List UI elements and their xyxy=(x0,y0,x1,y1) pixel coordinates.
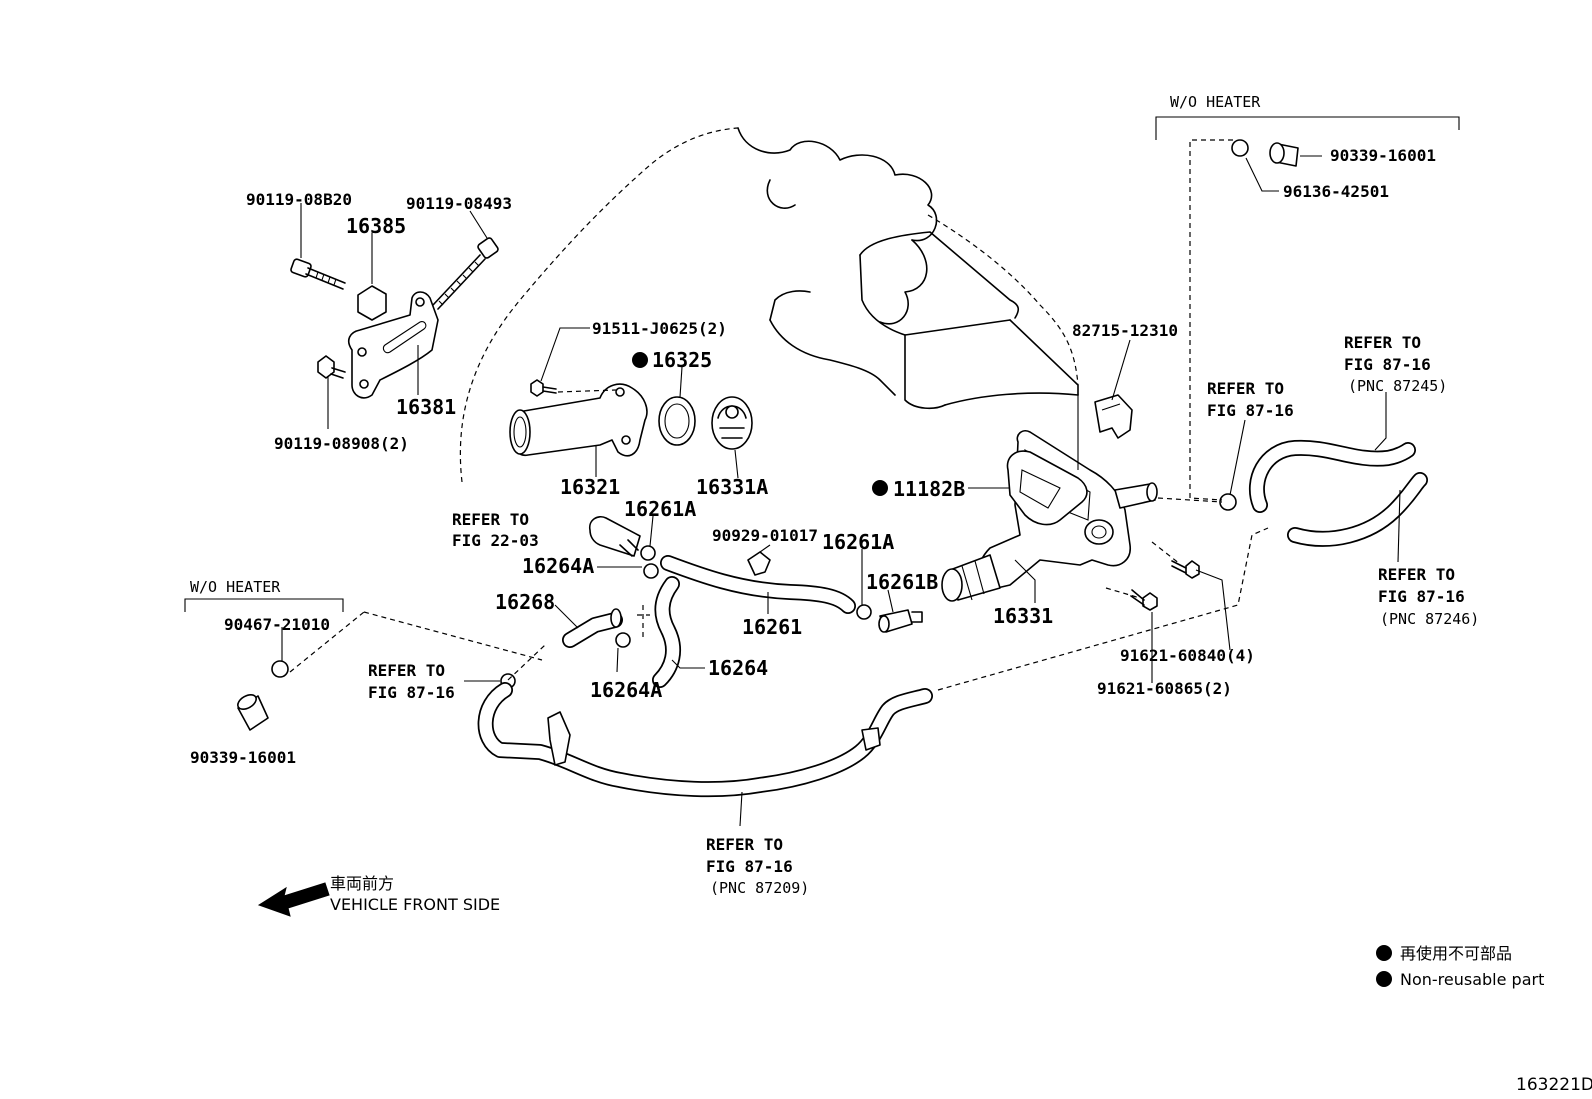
ref-8716-left-line1: REFER TO xyxy=(368,661,445,680)
ref-8716-left-line2: FIG 87-16 xyxy=(368,683,455,702)
ref-8716-mid-line2: FIG 87-16 xyxy=(1207,401,1294,420)
label-16321: 16321 xyxy=(560,475,620,499)
direction-note: 車両前方 VEHICLE FRONT SIDE xyxy=(330,874,500,914)
heater-pipe-87209 xyxy=(477,682,933,798)
ref-87245-line2: FIG 87-16 xyxy=(1344,355,1431,374)
header-wo-heater-left: W/O HEATER xyxy=(190,578,281,596)
bracket-82715-icon xyxy=(1094,394,1133,439)
clamp-90467-icon xyxy=(271,660,289,678)
ref-87245-line3: (PNC 87245) xyxy=(1348,377,1447,395)
label-16268: 16268 xyxy=(495,590,555,614)
leader-lines xyxy=(281,155,1401,827)
label-90339-right: 90339-16001 xyxy=(1330,146,1436,165)
label-11182b: 11182B xyxy=(893,477,965,501)
ref-87209-line3: (PNC 87209) xyxy=(710,879,809,897)
vehicle-front-arrow-icon xyxy=(257,882,330,917)
ref-8716-mid-line1: REFER TO xyxy=(1207,379,1284,398)
ref-87209-line1: REFER TO xyxy=(706,835,783,854)
ref-87209-line2: FIG 87-16 xyxy=(706,857,793,876)
label-96136: 96136-42501 xyxy=(1283,182,1389,201)
legend-dot-jp xyxy=(1376,945,1392,961)
direction-jp: 車両前方 xyxy=(330,874,394,893)
label-91621-60840: 91621-60840(4) xyxy=(1120,646,1255,665)
label-16264a-2: 16264A xyxy=(590,678,662,702)
bolt-91621-60840-icon xyxy=(1171,560,1200,579)
figure-id: 163221D xyxy=(1516,1075,1592,1095)
hose-16264 xyxy=(652,576,682,688)
reference-notes: REFER TO FIG 22-03 REFER TO FIG 87-16 RE… xyxy=(368,333,1479,897)
gasket-11182b-icon xyxy=(1006,450,1088,526)
clamp-16264a-lower-icon xyxy=(615,632,631,648)
label-91621-60865: 91621-60865(2) xyxy=(1097,679,1232,698)
nut-16385-icon xyxy=(357,285,387,321)
ref-22-03-line1: REFER TO xyxy=(452,510,529,529)
hose-16261 xyxy=(660,555,856,614)
label-16325: 16325 xyxy=(652,348,712,372)
direction-en: VEHICLE FRONT SIDE xyxy=(330,895,500,914)
clamp-16264a-icon xyxy=(643,563,659,579)
label-16385: 16385 xyxy=(346,214,406,238)
cap-90339-right-icon xyxy=(1269,142,1299,167)
label-90119-08493: 90119-08493 xyxy=(406,194,512,213)
non-reusable-dot-16325 xyxy=(632,352,648,368)
label-90119-08b20: 90119-08B20 xyxy=(246,190,352,209)
label-90119-08908: 90119-08908(2) xyxy=(274,434,409,453)
label-16261b: 16261B xyxy=(866,570,938,594)
cap-90339-left-icon xyxy=(237,693,269,731)
label-90929: 90929-01017 xyxy=(712,526,818,545)
label-90339-left: 90339-16001 xyxy=(190,748,296,767)
label-16331a: 16331A xyxy=(696,475,768,499)
bolt-90119-08b20-icon xyxy=(290,258,346,290)
label-82715: 82715-12310 xyxy=(1072,321,1178,340)
bracket-16381-icon xyxy=(348,291,439,399)
legend: 再使用不可部品 Non-reusable part xyxy=(1400,944,1544,989)
label-16261: 16261 xyxy=(742,615,802,639)
heater-hose-87245 xyxy=(1248,439,1416,513)
legend-en: Non-reusable part xyxy=(1400,970,1544,989)
clip-90929-icon xyxy=(747,551,771,576)
ref-87245-line1: REFER TO xyxy=(1344,333,1421,352)
ref-87246-line1: REFER TO xyxy=(1378,565,1455,584)
ref-22-03-line2: FIG 22-03 xyxy=(452,531,539,550)
ref-87246-line3: (PNC 87246) xyxy=(1380,610,1479,628)
ref-87246-line2: FIG 87-16 xyxy=(1378,587,1465,606)
label-91511: 91511-J0625(2) xyxy=(592,319,727,338)
bolt-90119-08493-icon xyxy=(432,237,499,310)
label-16331: 16331 xyxy=(993,604,1053,628)
pipe-16268-icon xyxy=(562,608,623,648)
clamp-refer-mid-icon xyxy=(1219,493,1237,511)
header-wo-heater-right: W/O HEATER xyxy=(1170,93,1261,111)
legend-dot-en xyxy=(1376,971,1392,987)
bolt-91511-icon xyxy=(530,379,557,397)
legend-jp: 再使用不可部品 xyxy=(1400,944,1512,963)
wo-heater-left-bracket xyxy=(184,598,344,612)
label-90467: 90467-21010 xyxy=(224,615,330,634)
water-inlet-16321 xyxy=(509,383,648,457)
section-headers: W/O HEATER W/O HEATER xyxy=(190,93,1261,596)
label-16261a-1: 16261A xyxy=(624,497,696,521)
label-16264a-1: 16264A xyxy=(522,554,594,578)
bolt-91621-60865-icon xyxy=(1130,589,1158,611)
fitting-22-03-icon xyxy=(588,515,641,557)
dashed-connectors xyxy=(289,139,1269,691)
bracket-assembly xyxy=(290,237,499,399)
label-16264: 16264 xyxy=(708,656,768,680)
clamp-96136-icon xyxy=(1231,139,1249,157)
thermostat-16331a-icon xyxy=(711,396,753,450)
non-reusable-dot-11182b xyxy=(872,480,888,496)
fitting-16261b-icon xyxy=(878,609,923,633)
label-16261a-2: 16261A xyxy=(822,530,894,554)
clamp-16261a-right-icon xyxy=(856,604,872,620)
bolt-90119-08908-icon xyxy=(317,355,346,379)
gasket-16325-icon xyxy=(658,396,696,446)
wo-heater-right-bracket xyxy=(1155,116,1460,140)
label-16381: 16381 xyxy=(396,395,456,419)
heater-hose-87246 xyxy=(1287,472,1428,547)
engine-outline xyxy=(459,127,1079,483)
part-labels: 90119-08B20 90119-08493 16385 16381 9011… xyxy=(190,146,1436,767)
clamp-16261a-icon xyxy=(640,545,656,561)
